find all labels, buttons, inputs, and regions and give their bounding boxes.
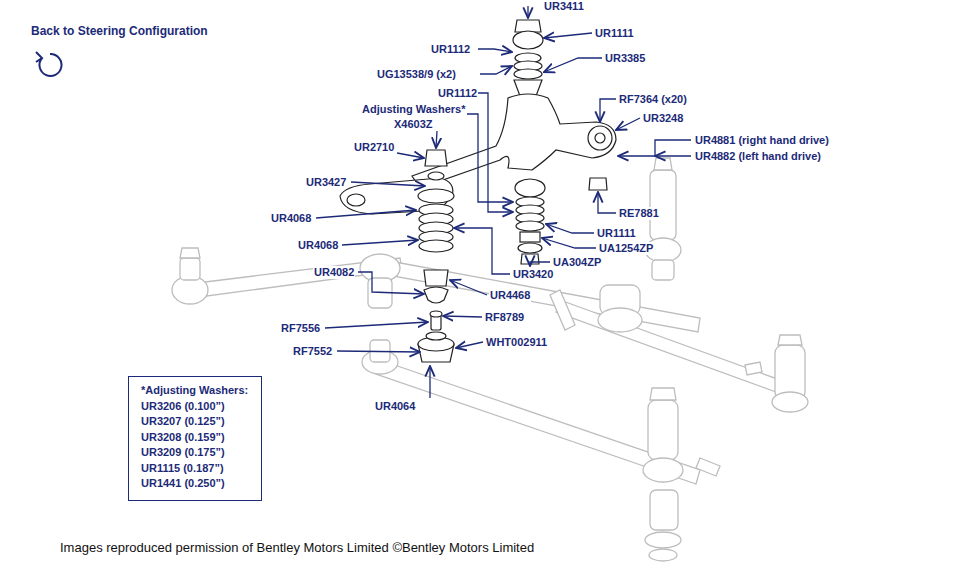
part-number: UR4882 (left hand drive) xyxy=(694,150,822,163)
washer-size: UR1115 (0.187”) xyxy=(141,461,251,477)
part-number: UR3385 xyxy=(604,52,646,65)
background-linkage xyxy=(172,158,808,561)
part-number: UR3420 xyxy=(512,268,554,281)
nav-link: Back to Steering Configuration xyxy=(30,25,209,38)
part-number: RF8789 xyxy=(484,311,525,324)
part-number: UR3411 xyxy=(543,0,585,13)
part-number: UR4881 (right hand drive) xyxy=(694,134,830,147)
part-number: UA1254ZP xyxy=(598,242,654,255)
part-number: UR1112 xyxy=(430,43,471,56)
copyright-caption: Images reproduced permission of Bentley … xyxy=(60,540,534,555)
idler-lever-assembly xyxy=(340,20,616,362)
part-number: UR4068 xyxy=(270,212,312,225)
part-number: RF7556 xyxy=(280,322,321,335)
part-number: UR4068 xyxy=(297,239,339,252)
washer-size: UR3208 (0.159”) xyxy=(141,430,251,446)
leader-lines xyxy=(316,6,691,398)
part-number: UR4064 xyxy=(374,400,416,413)
legend-box: *Adjusting Washers:UR3206 (0.100”)UR3207… xyxy=(128,376,262,501)
washer-size: UR3207 (0.125”) xyxy=(141,414,251,430)
part-number: WHT002911 xyxy=(485,336,548,349)
part-number: UR3248 xyxy=(642,112,684,125)
part-number: UR4082 xyxy=(313,266,355,279)
part-number: Adjusting Washers* xyxy=(361,103,467,116)
part-number: RF7364 (x20) xyxy=(618,93,688,106)
legend-heading: *Adjusting Washers: xyxy=(141,383,251,399)
part-number: UG13538/9 (x2) xyxy=(376,68,457,81)
part-number: UR2710 xyxy=(353,141,395,154)
washer-size: UR3206 (0.100”) xyxy=(141,399,251,415)
part-number: UA304ZP xyxy=(552,256,602,269)
part-number: UR3427 xyxy=(305,176,347,189)
part-number: X4603Z xyxy=(393,118,434,131)
part-number: RF7552 xyxy=(292,345,333,358)
part-number: UR1112 xyxy=(437,87,478,100)
part-number: UR4468 xyxy=(489,289,531,302)
refresh-icon xyxy=(36,52,61,76)
washer-size: UR3209 (0.175”) xyxy=(141,445,251,461)
part-number: RE7881 xyxy=(618,207,660,220)
part-number: UR1111 xyxy=(594,27,635,40)
part-number: UR1111 xyxy=(596,227,637,240)
washer-size: UR1441 (0.250”) xyxy=(141,476,251,492)
